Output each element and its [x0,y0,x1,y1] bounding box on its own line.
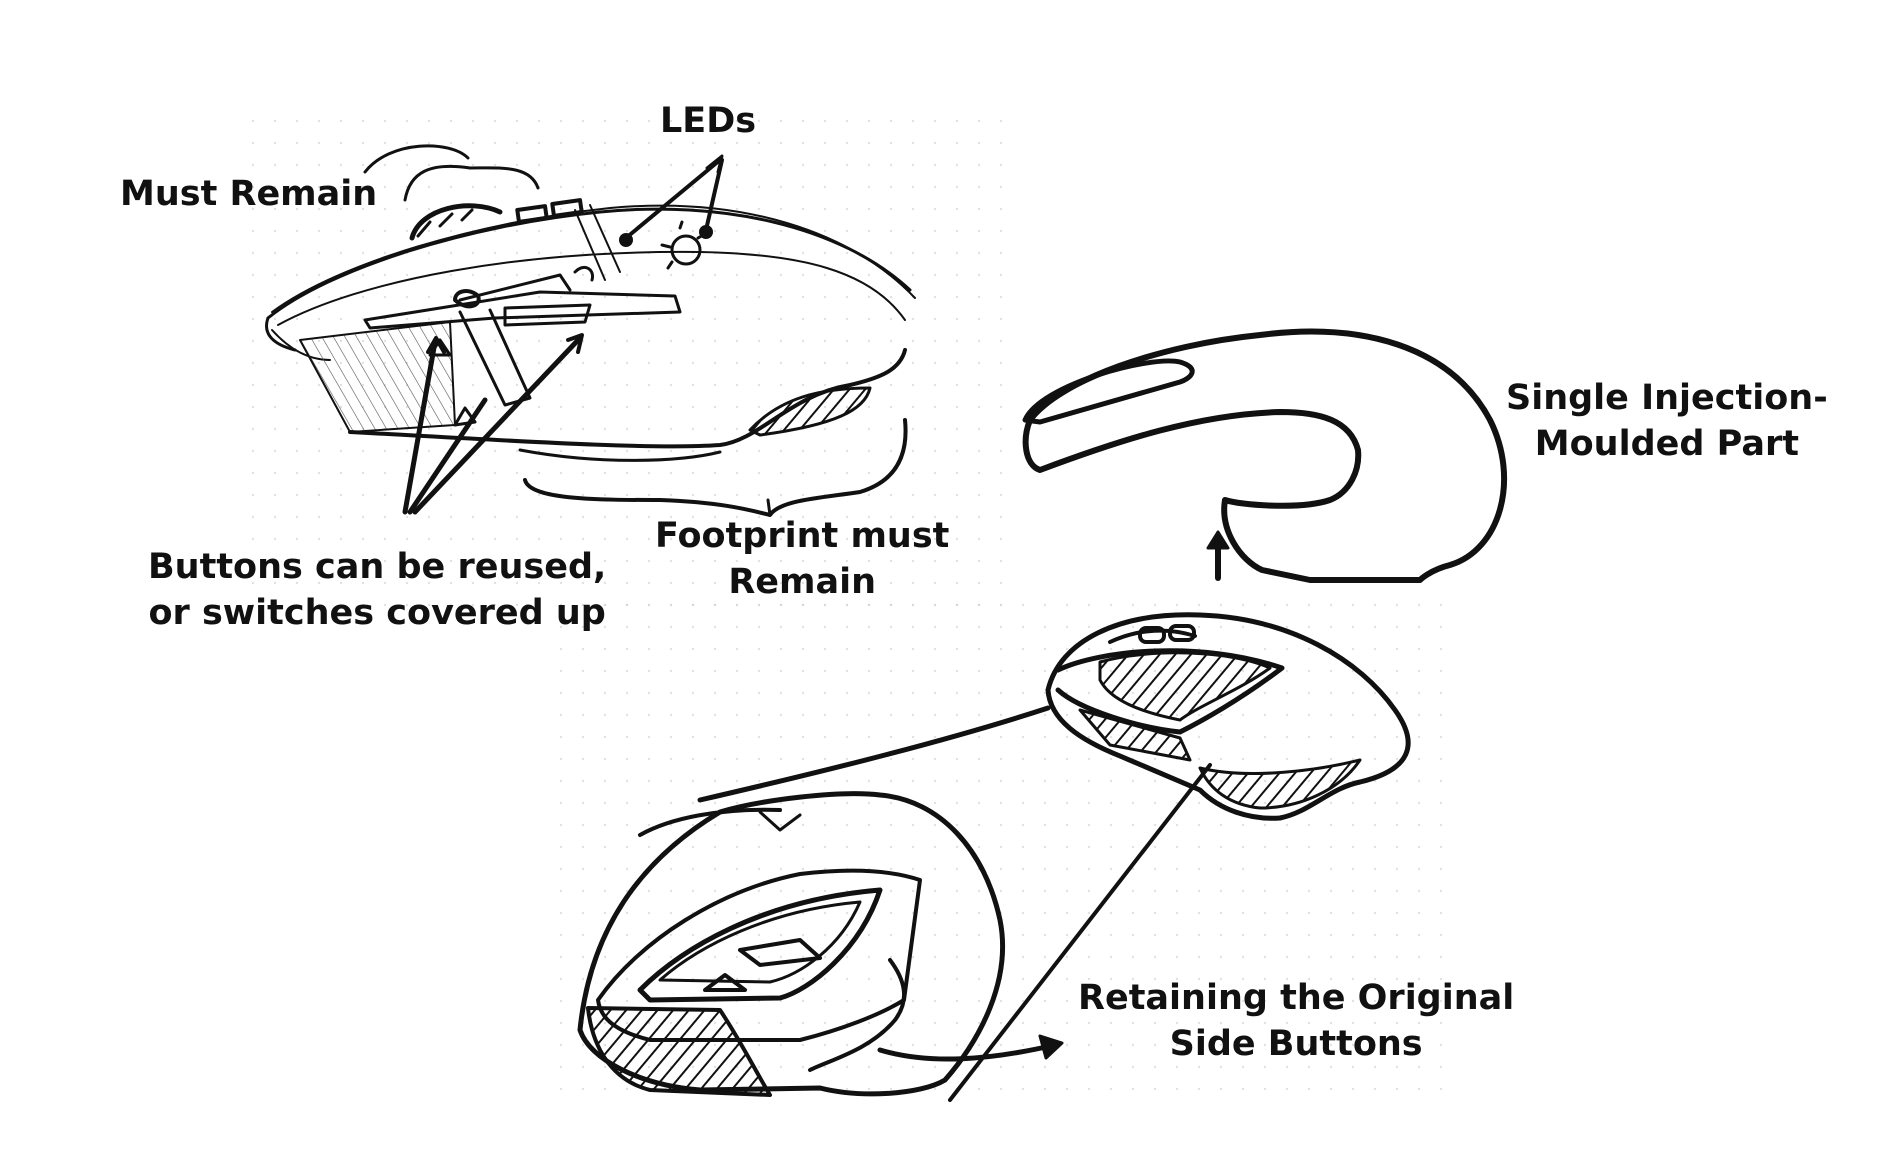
label-retaining: Retaining the Original Side Buttons [1078,978,1515,1064]
annotation-arrows-top [402,154,908,517]
label-leds: LEDs [660,101,757,141]
label-buttons-reused: Buttons can be reused, or switches cover… [148,547,607,633]
mouse-side-view-sketch [265,144,916,462]
projection-lines [697,705,1212,1102]
moulded-part-sketch [1022,328,1507,583]
label-single-part: Single Injection- Moulded Part [1506,378,1828,464]
side-buttons-detail-sketch [577,791,1064,1097]
mouse-perspective-small [1045,612,1411,821]
label-footprint: Footprint must Remain [655,516,950,602]
label-must-remain: Must Remain [120,174,378,214]
